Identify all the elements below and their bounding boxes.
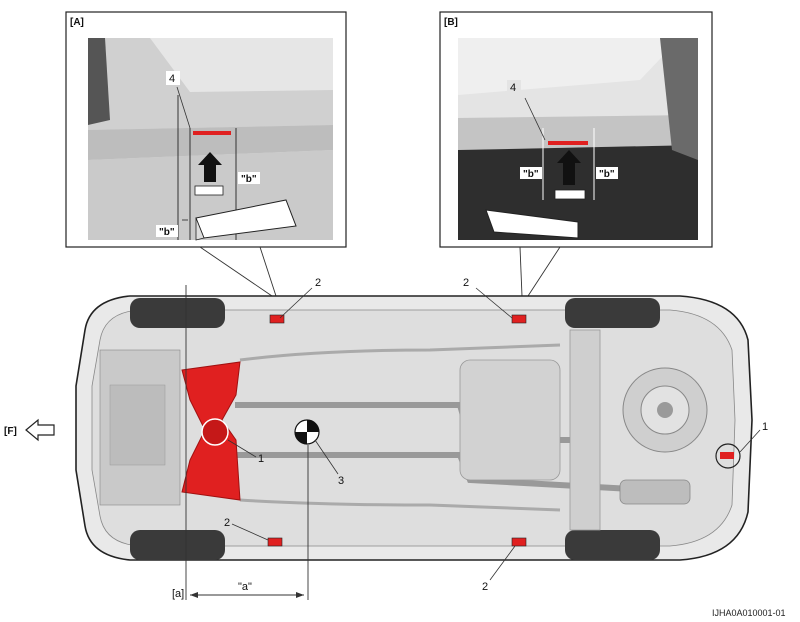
jack-point-front-left [269,314,285,324]
front-marker-label: [F] [4,426,17,437]
inset-a-dim-b-right: "b" [241,174,257,185]
rear-right-wheel [565,530,660,560]
front-left-wheel [130,298,225,328]
lift-arrow-b [557,150,581,185]
inset-b-label: [B] [444,17,458,28]
inset-a-dim-b-left: "b" [159,227,175,238]
jack-point-mark-b [548,141,588,145]
callout-1-crossmember: 1 [258,453,264,465]
callout-2-rear-right: 2 [482,581,488,593]
jack-point-rear-left [511,314,527,324]
muffler [619,479,691,505]
inset-b: 4 "b" "b" [B] [439,11,713,248]
front-right-wheel [130,530,225,560]
lift-arrow-a [198,152,222,182]
inset-b-dim-b-right: "b" [599,169,615,180]
inset-a-label: [A] [70,17,84,28]
callouts: 2 2 2 2 1 1 3 [224,277,768,593]
callout-2-front-left: 2 [315,277,321,289]
center-of-gravity-icon [294,419,320,445]
jack-point-front-right [267,537,283,547]
inset-a: 4 "b" "b" [A] [65,11,347,248]
dimension-a-label: "a" [238,581,252,593]
callout-2-front-right: 2 [224,517,230,529]
callout-2-rear-left: 2 [463,277,469,289]
callout-3-center-of-gravity: 3 [338,475,344,487]
front-direction-marker: [F] [4,418,55,442]
figure-code: IJHA0A010001-01 [712,608,786,618]
jack-point-rear-right [511,537,527,547]
front-arrow-icon [25,418,55,442]
callout-1-tow-hook: 1 [762,421,768,433]
inset-b-callout-4: 4 [510,82,516,94]
rear-left-wheel [565,298,660,328]
dimensions: "a" [a] [172,285,309,600]
inset-b-dim-b-left: "b" [523,169,539,180]
tow-hook-circle [715,443,741,469]
jack-point-mark-a [193,131,231,135]
fuel-tank [459,359,561,481]
inset-a-callout-4: 4 [169,73,175,85]
vehicle-underbody [75,295,753,561]
reference-line-label: [a] [172,588,184,600]
